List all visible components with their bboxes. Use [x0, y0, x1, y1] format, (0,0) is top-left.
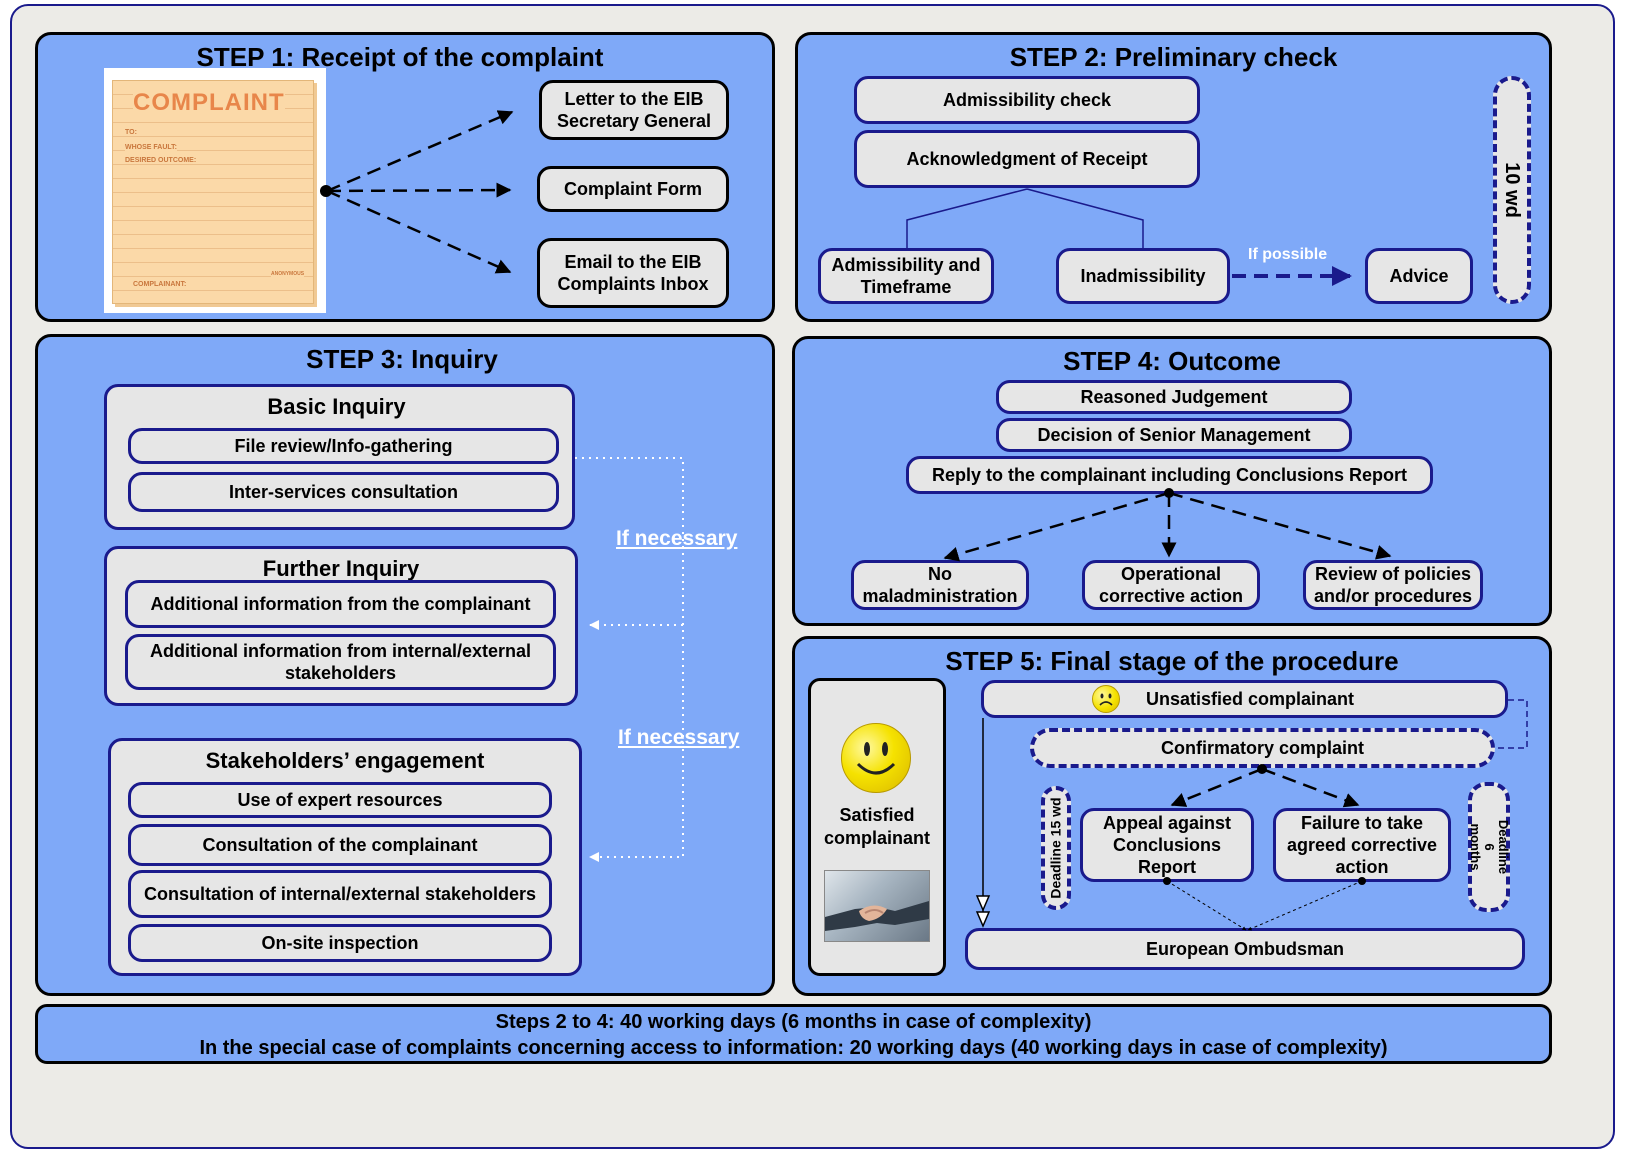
admissibility-check: Admissibility check	[854, 76, 1200, 124]
step2-title: STEP 2: Preliminary check	[1009, 42, 1338, 72]
failure-corrective: Failure to take agreed corrective action	[1273, 808, 1451, 882]
outcome-review-policies: Review of policies and/or procedures	[1303, 560, 1483, 610]
complaint-form-heading: COMPLAINT	[133, 89, 285, 117]
further-item-stakeholders: Additional information from internal/ext…	[125, 634, 556, 690]
appeal-conclusions: Appeal against Conclusions Report	[1080, 808, 1254, 882]
sad-face-icon	[1092, 685, 1120, 713]
stakeholder-item-internal-external: Consultation of internal/external stakeh…	[128, 870, 552, 918]
step3-title: STEP 3: Inquiry	[306, 344, 498, 374]
complaint-form-to: TO:	[125, 129, 137, 136]
inadmissibility: Inadmissibility	[1056, 248, 1230, 304]
complaint-form-anonymous: ANONYMOUS	[271, 271, 305, 277]
if-necessary-link-1[interactable]: If necessary	[616, 527, 738, 550]
deadline-15wd-text: Deadline 15 wd	[1048, 797, 1064, 899]
happy-face-icon	[841, 723, 911, 793]
unsatisfied-complainant: Unsatisfied complainant	[981, 680, 1508, 718]
if-necessary-link-2[interactable]: If necessary	[618, 726, 740, 749]
deadline-15wd: Deadline 15 wd	[1041, 786, 1071, 910]
decision-senior-management: Decision of Senior Management	[996, 418, 1352, 452]
stakeholders-title: Stakeholders’ engagement	[205, 748, 485, 773]
basic-inquiry-title: Basic Inquiry	[267, 394, 406, 419]
advice: Advice	[1365, 248, 1473, 304]
reasoned-judgement: Reasoned Judgement	[996, 380, 1352, 414]
footer-panel: Steps 2 to 4: 40 working days (6 months …	[35, 1004, 1552, 1064]
confirmatory-complaint: Confirmatory complaint	[1030, 728, 1495, 768]
unsatisfied-label: Unsatisfied complainant	[1146, 689, 1355, 709]
acknowledgment-of-receipt: Acknowledgment of Receipt	[854, 130, 1200, 188]
european-ombudsman: European Ombudsman	[965, 928, 1525, 970]
admissibility-and-timeframe: Admissibility and Timeframe	[818, 248, 994, 304]
further-inquiry-title: Further Inquiry	[262, 556, 420, 581]
if-possible-label: If possible	[1248, 246, 1328, 263]
step1-title: STEP 1: Receipt of the complaint	[196, 42, 604, 72]
complaint-form-outcome: DESIRED OUTCOME:	[125, 157, 197, 164]
complaint-form-paper: COMPLAINT TO: WHOSE FAULT: DESIRED OUTCO…	[112, 80, 314, 304]
outcome-no-maladministration: No maladministration	[851, 560, 1029, 610]
deadline-6-months-text: Deadline 6 months	[1468, 819, 1511, 875]
basic-item-inter-services: Inter-services consultation	[128, 472, 559, 512]
satisfied-label: Satisfied complainant	[823, 805, 930, 848]
stakeholder-item-complainant: Consultation of the complainant	[128, 824, 552, 866]
channel-email: Email to the EIB Complaints Inbox	[537, 238, 729, 308]
deadline-6-months: Deadline 6 months	[1468, 782, 1511, 912]
deadline-10wd-text: 10 wd	[1501, 162, 1524, 218]
basic-item-file-review: File review/Info-gathering	[128, 428, 559, 464]
complaint-form-complainant: COMPLAINANT:	[133, 281, 187, 288]
footer-line-2: In the special case of complaints concer…	[199, 1037, 1388, 1059]
stakeholder-item-expert: Use of expert resources	[128, 782, 552, 818]
complaint-form-fault: WHOSE FAULT:	[125, 144, 177, 151]
handshake-image	[824, 870, 930, 942]
step4-title: STEP 4: Outcome	[1063, 346, 1281, 376]
channel-complaint-form: Complaint Form	[537, 166, 729, 212]
further-item-complainant: Additional information from the complain…	[125, 580, 556, 628]
reply-to-complainant: Reply to the complainant including Concl…	[906, 456, 1433, 494]
complaint-form-image: COMPLAINT TO: WHOSE FAULT: DESIRED OUTCO…	[104, 68, 326, 313]
deadline-10wd: 10 wd	[1493, 76, 1531, 304]
footer-line-1: Steps 2 to 4: 40 working days (6 months …	[495, 1011, 1092, 1033]
step5-title: STEP 5: Final stage of the procedure	[945, 646, 1399, 676]
outcome-operational-corrective: Operational corrective action	[1082, 560, 1260, 610]
stakeholder-item-onsite: On-site inspection	[128, 924, 552, 962]
channel-letter: Letter to the EIB Secretary General	[539, 80, 729, 140]
